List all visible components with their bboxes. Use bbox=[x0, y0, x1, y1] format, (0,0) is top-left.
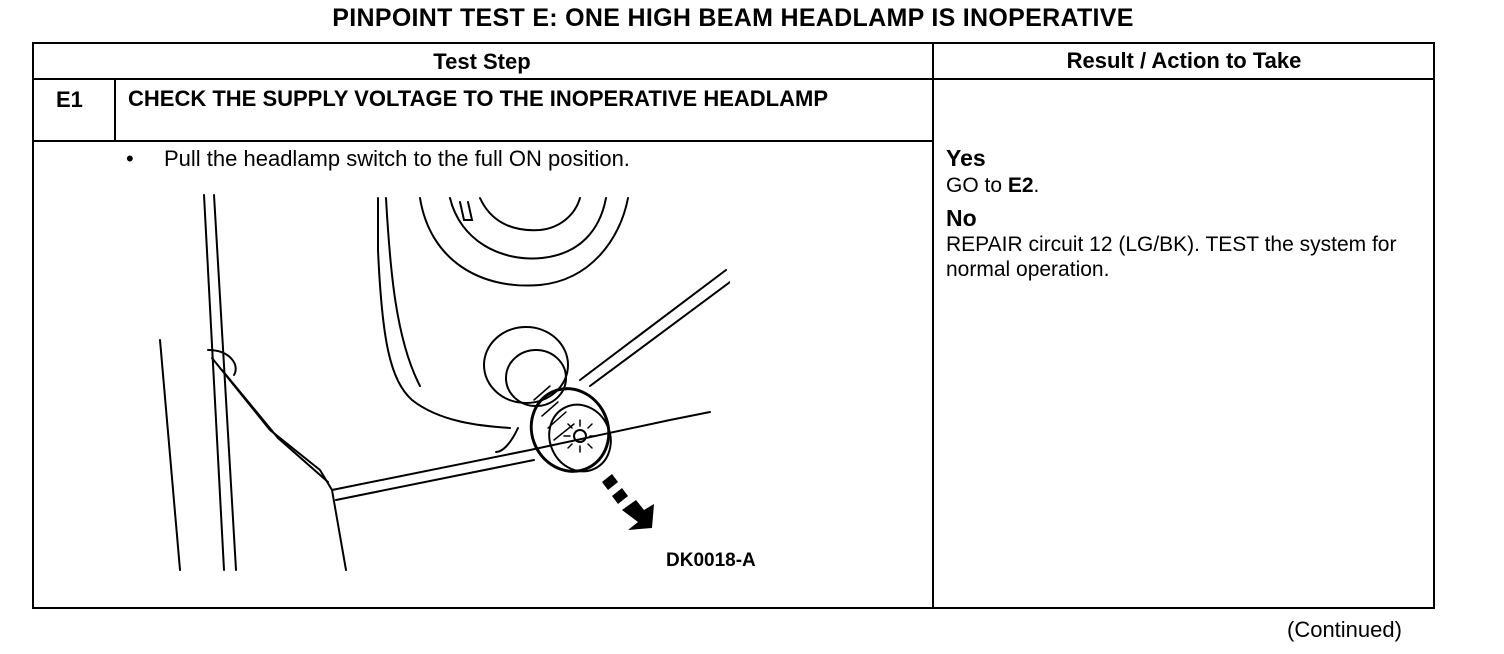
step-instruction: Pull the headlamp switch to the full ON … bbox=[164, 146, 630, 171]
page-title: PINPOINT TEST E: ONE HIGH BEAM HEADLAMP … bbox=[332, 4, 1134, 32]
step-id-divider bbox=[114, 79, 116, 142]
step-title-divider bbox=[32, 140, 933, 142]
result-no-label: No bbox=[946, 205, 977, 231]
yes-action-suffix: . bbox=[1033, 174, 1040, 197]
column-divider bbox=[932, 42, 934, 609]
pull-arrow-icon bbox=[602, 474, 654, 530]
pinpoint-test-table bbox=[32, 42, 1435, 609]
step-title: CHECK THE SUPPLY VOLTAGE TO THE INOPERAT… bbox=[128, 86, 829, 111]
result-yes-label: Yes bbox=[946, 145, 986, 171]
headlamp-switch-illustration bbox=[159, 194, 730, 571]
result-no-action: REPAIR circuit 12 (LG/BK). TEST the syst… bbox=[946, 233, 1397, 281]
step-id: E1 bbox=[56, 87, 83, 112]
header-result-action: Result / Action to Take bbox=[1066, 48, 1302, 73]
bullet-marker: • bbox=[126, 146, 134, 171]
continued-note: (Continued) bbox=[1287, 617, 1402, 642]
result-yes-action: GO to E2. bbox=[946, 174, 1039, 198]
header-test-step: Test Step bbox=[433, 49, 531, 74]
header-divider bbox=[32, 78, 1435, 80]
yes-action-ref: E2 bbox=[1007, 174, 1034, 197]
yes-action-prefix: GO to bbox=[946, 174, 1008, 197]
figure-code: DK0018-A bbox=[666, 550, 756, 571]
